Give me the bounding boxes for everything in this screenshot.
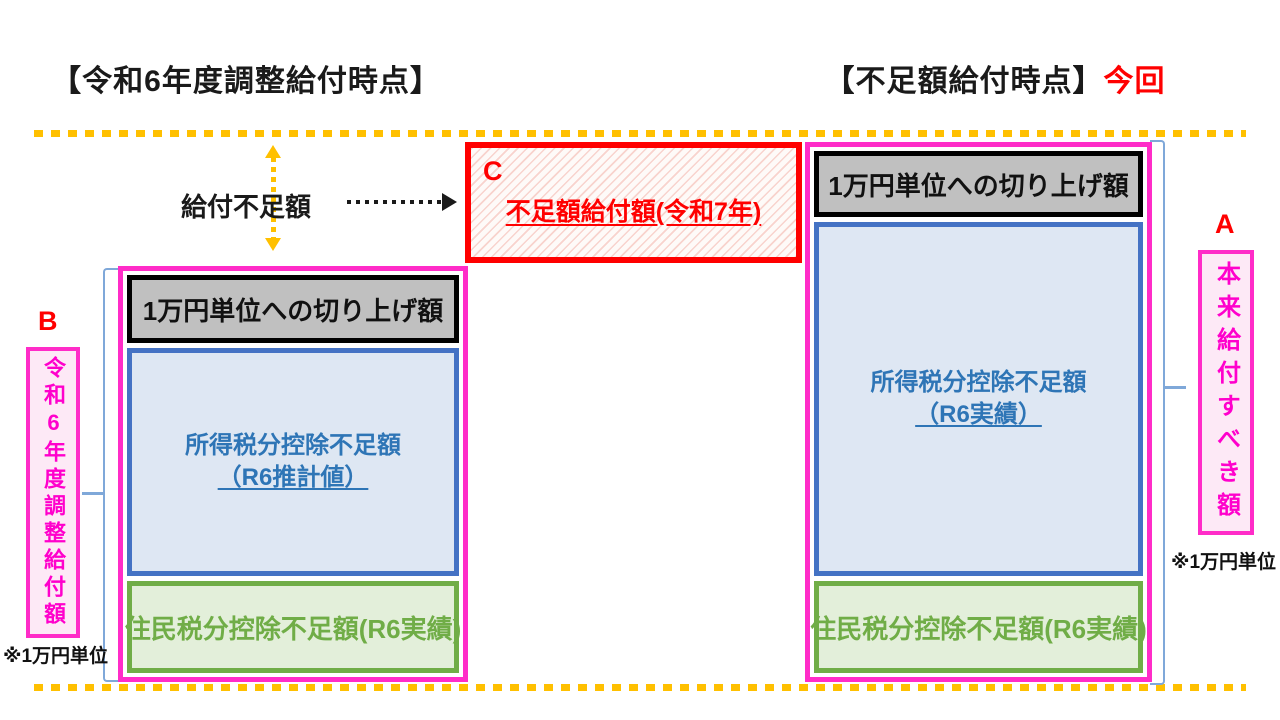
right-bracket [1150,140,1165,685]
right-income-tax-line1: 所得税分控除不足額 [870,368,1087,396]
right-section-title: 【不足額給付時点】今回 [790,56,1200,100]
right-section-title-main: 【不足額給付時点】 [824,65,1104,98]
right-section-title-now-badge: 今回 [1103,65,1166,98]
right-roundup-box: 1万円単位への切り上げ額 [814,151,1143,217]
gap-double-arrow [271,157,276,239]
left-resident-tax-box: 住民税分控除不足額(R6実績) [125,581,461,673]
left-bracket [103,268,118,682]
b-unit-note: ※1万円単位 [3,646,109,667]
left-roundup-box: 1万円単位への切り上げ額 [127,275,459,343]
gap-label: 給付不足額 [181,192,312,222]
right-bracket-nub [1163,386,1186,389]
a-unit-note: ※1万円単位 [1171,552,1277,573]
b-label-box: 令和6年度調整給付額 [26,347,80,638]
a-letter: A [1215,209,1235,239]
gap-pointer-arrow [347,200,442,204]
right-income-tax-box: 所得税分控除不足額 （R6実績） [814,222,1143,576]
gap-arrow-up-head [265,145,281,158]
left-income-tax-line2: （R6推計値） [217,464,369,491]
right-stack-shortfall-time: 1万円単位への切り上げ額 所得税分控除不足額 （R6実績） 住民税分控除不足額(… [805,142,1152,682]
c-box-letter: C [483,156,503,186]
right-resident-tax-box: 住民税分控除不足額(R6実績) [810,581,1147,673]
left-stack-r6-adjustment: 1万円単位への切り上げ額 所得税分控除不足額 （R6推計値） 住民税分控除不足額… [118,266,468,682]
c-box-label: 不足額給付額(令和7年) [505,198,762,226]
b-letter: B [38,306,58,336]
left-income-tax-box: 所得税分控除不足額 （R6推計値） [127,348,459,576]
left-bracket-nub [82,492,104,495]
bottom-dotted-rail [34,684,1246,691]
gap-pointer-arrow-head [442,193,457,211]
right-income-tax-line2: （R6実績） [915,401,1042,428]
a-label-box: 本来給付すべき額 [1198,250,1254,535]
gap-arrow-down-head [265,238,281,251]
top-dotted-rail [34,130,1246,137]
shortfall-payment-c-box: C 不足額給付額(令和7年) [465,142,802,263]
left-section-title: 【令和6年度調整給付時点】 [51,65,441,98]
left-income-tax-line1: 所得税分控除不足額 [185,431,401,459]
